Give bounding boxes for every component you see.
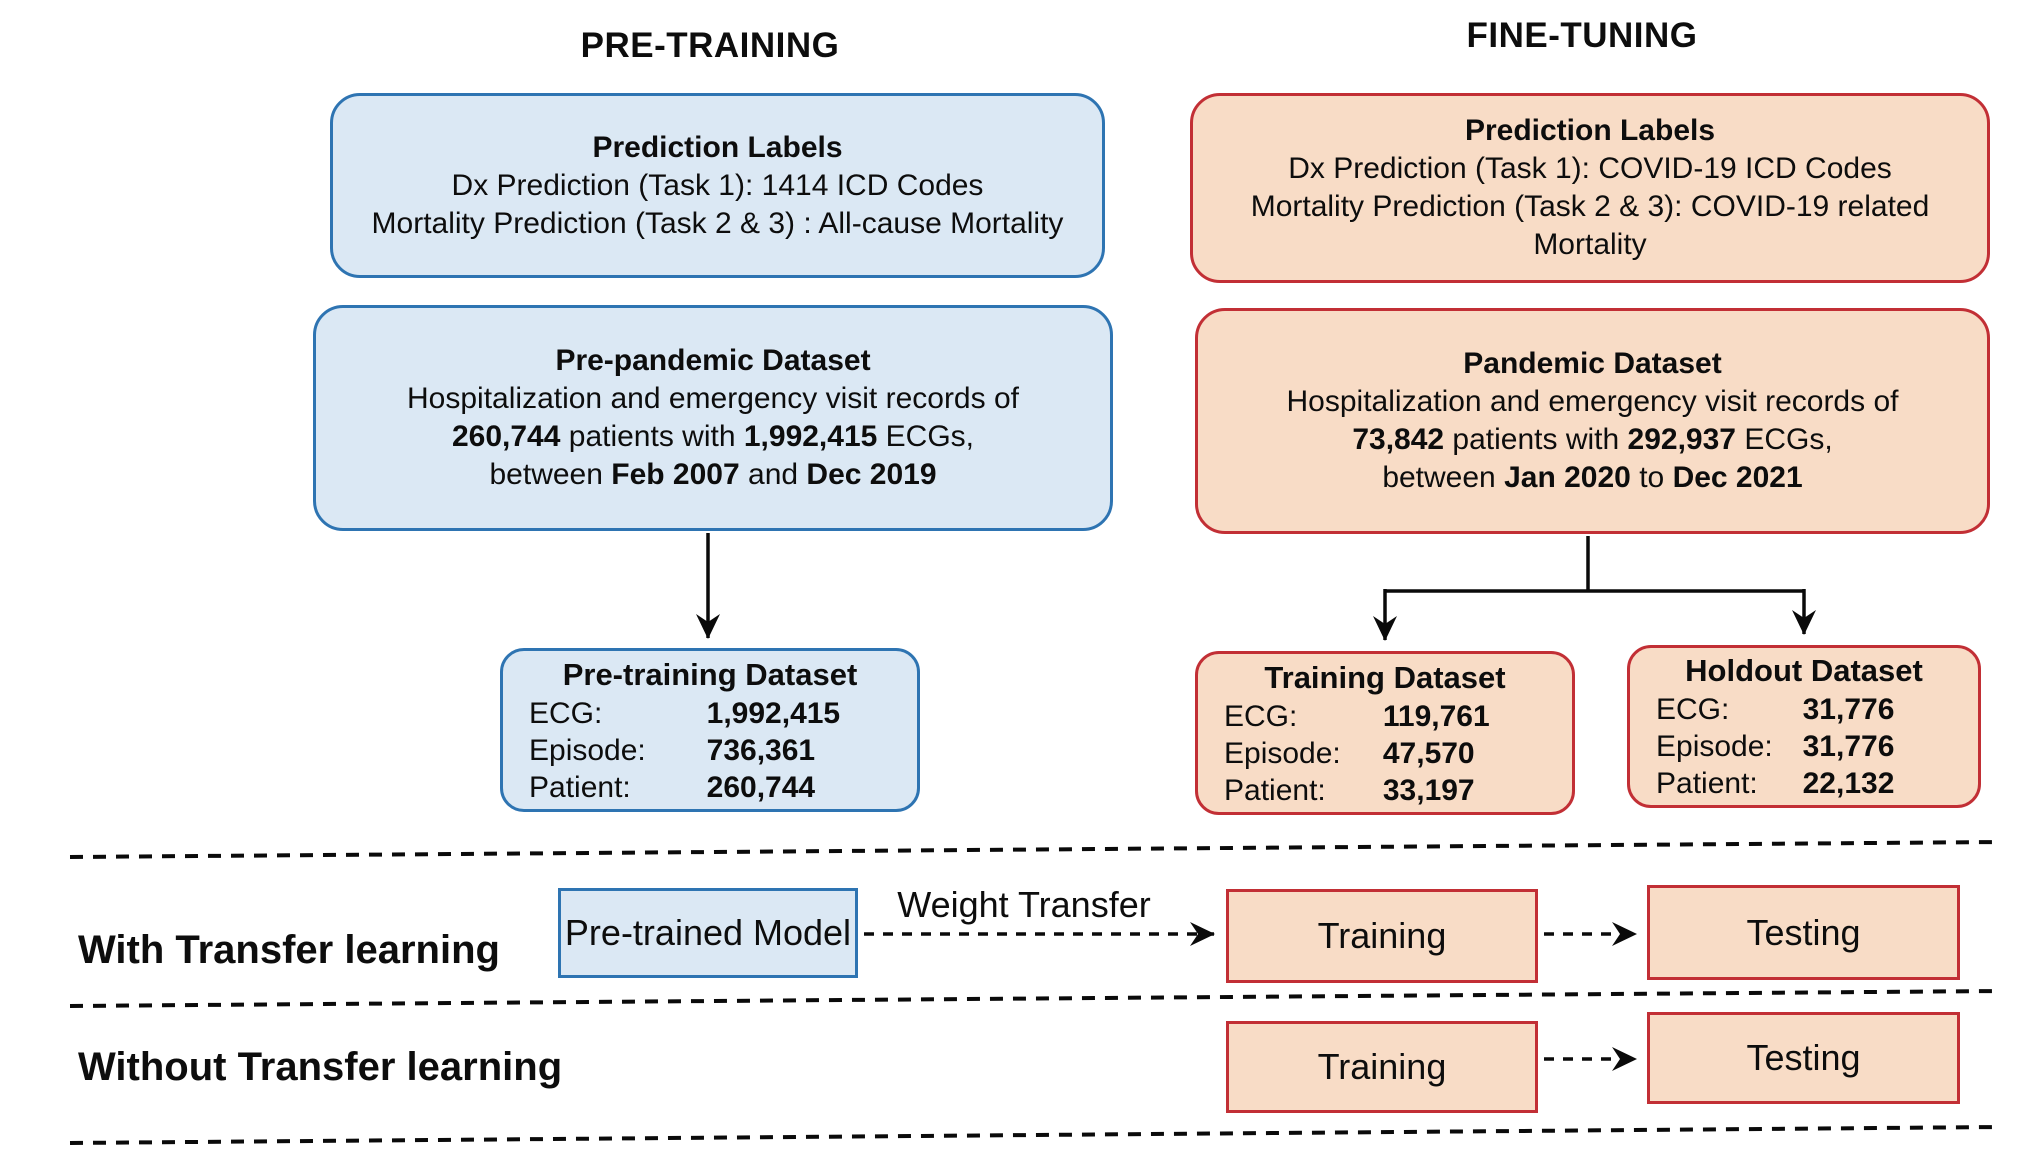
stat-label: ECG: [1224, 699, 1298, 733]
box-line: between Feb 2007 and Dec 2019 [489, 458, 937, 491]
testing-box-row2: Testing [1647, 1012, 1960, 1104]
training-label: Training [1317, 1046, 1447, 1087]
pretraining-header: PRE-TRAINING [580, 26, 840, 65]
training-label: Training [1317, 915, 1447, 956]
box-title: Prediction Labels [592, 130, 843, 164]
pretrained-model-box: Pre-trained Model [558, 888, 858, 978]
stat-label: Episode: [1224, 736, 1341, 770]
separator-line-2 [69, 989, 2001, 1008]
stat-value: 736,361 [706, 733, 816, 767]
box-line: Dx Prediction (Task 1): 1414 ICD Codes [451, 168, 984, 202]
box-line: Hospitalization and emergency visit reco… [1286, 385, 1899, 418]
stat-row: Patient: 33,197 [1224, 772, 1562, 809]
testing-box-row1: Testing [1647, 885, 1960, 980]
stat-row: Episode: 31,776 [1656, 728, 1968, 765]
stat-row: Episode: 47,570 [1224, 735, 1562, 772]
stat-label: Episode: [529, 733, 646, 767]
box-line: 260,744 patients with 1,992,415 ECGs, [451, 420, 975, 453]
stat-value: 260,744 [706, 770, 816, 804]
stat-row: Patient: 260,744 [529, 769, 907, 806]
testing-label: Testing [1746, 911, 1861, 953]
stat-label: ECG: [1656, 693, 1730, 726]
pretraining-dataset-stats-box: Pre-training Dataset ECG: 1,992,415 Epis… [500, 648, 920, 812]
branch-connector [1385, 536, 1804, 593]
stat-row: Patient: 22,132 [1656, 765, 1968, 802]
box-line: Mortality Prediction (Task 2 & 3) : All-… [371, 206, 1064, 240]
box-title: Prediction Labels [1464, 114, 1716, 147]
stat-row: ECG: 119,761 [1224, 698, 1562, 735]
stat-label: Episode: [1656, 730, 1773, 763]
separator-line-3 [69, 1125, 2001, 1145]
holdout-dataset-stats-box: Holdout Dataset ECG: 31,776 Episode: 31,… [1627, 645, 1981, 808]
box-line: Mortality [1533, 228, 1647, 261]
training-dataset-stats-box: Training Dataset ECG: 119,761 Episode: 4… [1195, 651, 1575, 815]
box-line: Dx Prediction (Task 1): COVID-19 ICD Cod… [1288, 152, 1892, 185]
prepandemic-dataset-box: Pre-pandemic Dataset Hospitalization and… [313, 305, 1113, 531]
pandemic-dataset-box: Pandemic Dataset Hospitalization and eme… [1195, 308, 1990, 534]
without-transfer-learning-label: Without Transfer learning [78, 1045, 563, 1089]
box-title: Pre-pandemic Dataset [555, 344, 871, 377]
box-line: Hospitalization and emergency visit reco… [407, 382, 1019, 415]
stat-label: ECG: [529, 696, 603, 730]
stat-label: Patient: [529, 770, 631, 804]
finetuning-prediction-labels-box: Prediction Labels Dx Prediction (Task 1)… [1190, 93, 1990, 283]
stat-value: 119,761 [1382, 699, 1490, 733]
stat-box-title: Holdout Dataset [1685, 653, 1923, 688]
box-line: Mortality Prediction (Task 2 & 3): COVID… [1250, 190, 1930, 223]
box-title: Pandemic Dataset [1463, 347, 1722, 380]
weight-transfer-label: Weight Transfer [897, 884, 1151, 925]
training-box-row1: Training [1226, 889, 1538, 983]
stat-row: Episode: 736,361 [529, 732, 907, 769]
stat-value: 31,776 [1802, 693, 1895, 726]
with-transfer-learning-label: With Transfer learning [78, 928, 500, 972]
stat-row: ECG: 1,992,415 [529, 695, 907, 732]
training-box-row2: Training [1226, 1021, 1538, 1113]
stat-value: 31,776 [1802, 730, 1895, 763]
stat-value: 1,992,415 [706, 696, 841, 730]
stat-box-title: Training Dataset [1264, 659, 1506, 695]
separator-line-1 [69, 840, 2001, 859]
stat-value: 33,197 [1382, 773, 1475, 807]
finetuning-header: FINE-TUNING [1466, 16, 1698, 55]
box-line: between Jan 2020 to Dec 2021 [1382, 461, 1803, 494]
box-line: 73,842 patients with 292,937 ECGs, [1352, 423, 1833, 456]
testing-label: Testing [1746, 1037, 1861, 1078]
stat-box-title: Pre-training Dataset [562, 656, 858, 692]
stat-value: 22,132 [1802, 767, 1895, 800]
pretrained-model-label: Pre-trained Model [564, 912, 852, 953]
stat-label: Patient: [1656, 767, 1758, 800]
pretraining-prediction-labels-box: Prediction Labels Dx Prediction (Task 1)… [330, 93, 1105, 278]
stat-value: 47,570 [1382, 736, 1475, 770]
stat-label: Patient: [1224, 773, 1326, 807]
stat-row: ECG: 31,776 [1656, 691, 1968, 728]
